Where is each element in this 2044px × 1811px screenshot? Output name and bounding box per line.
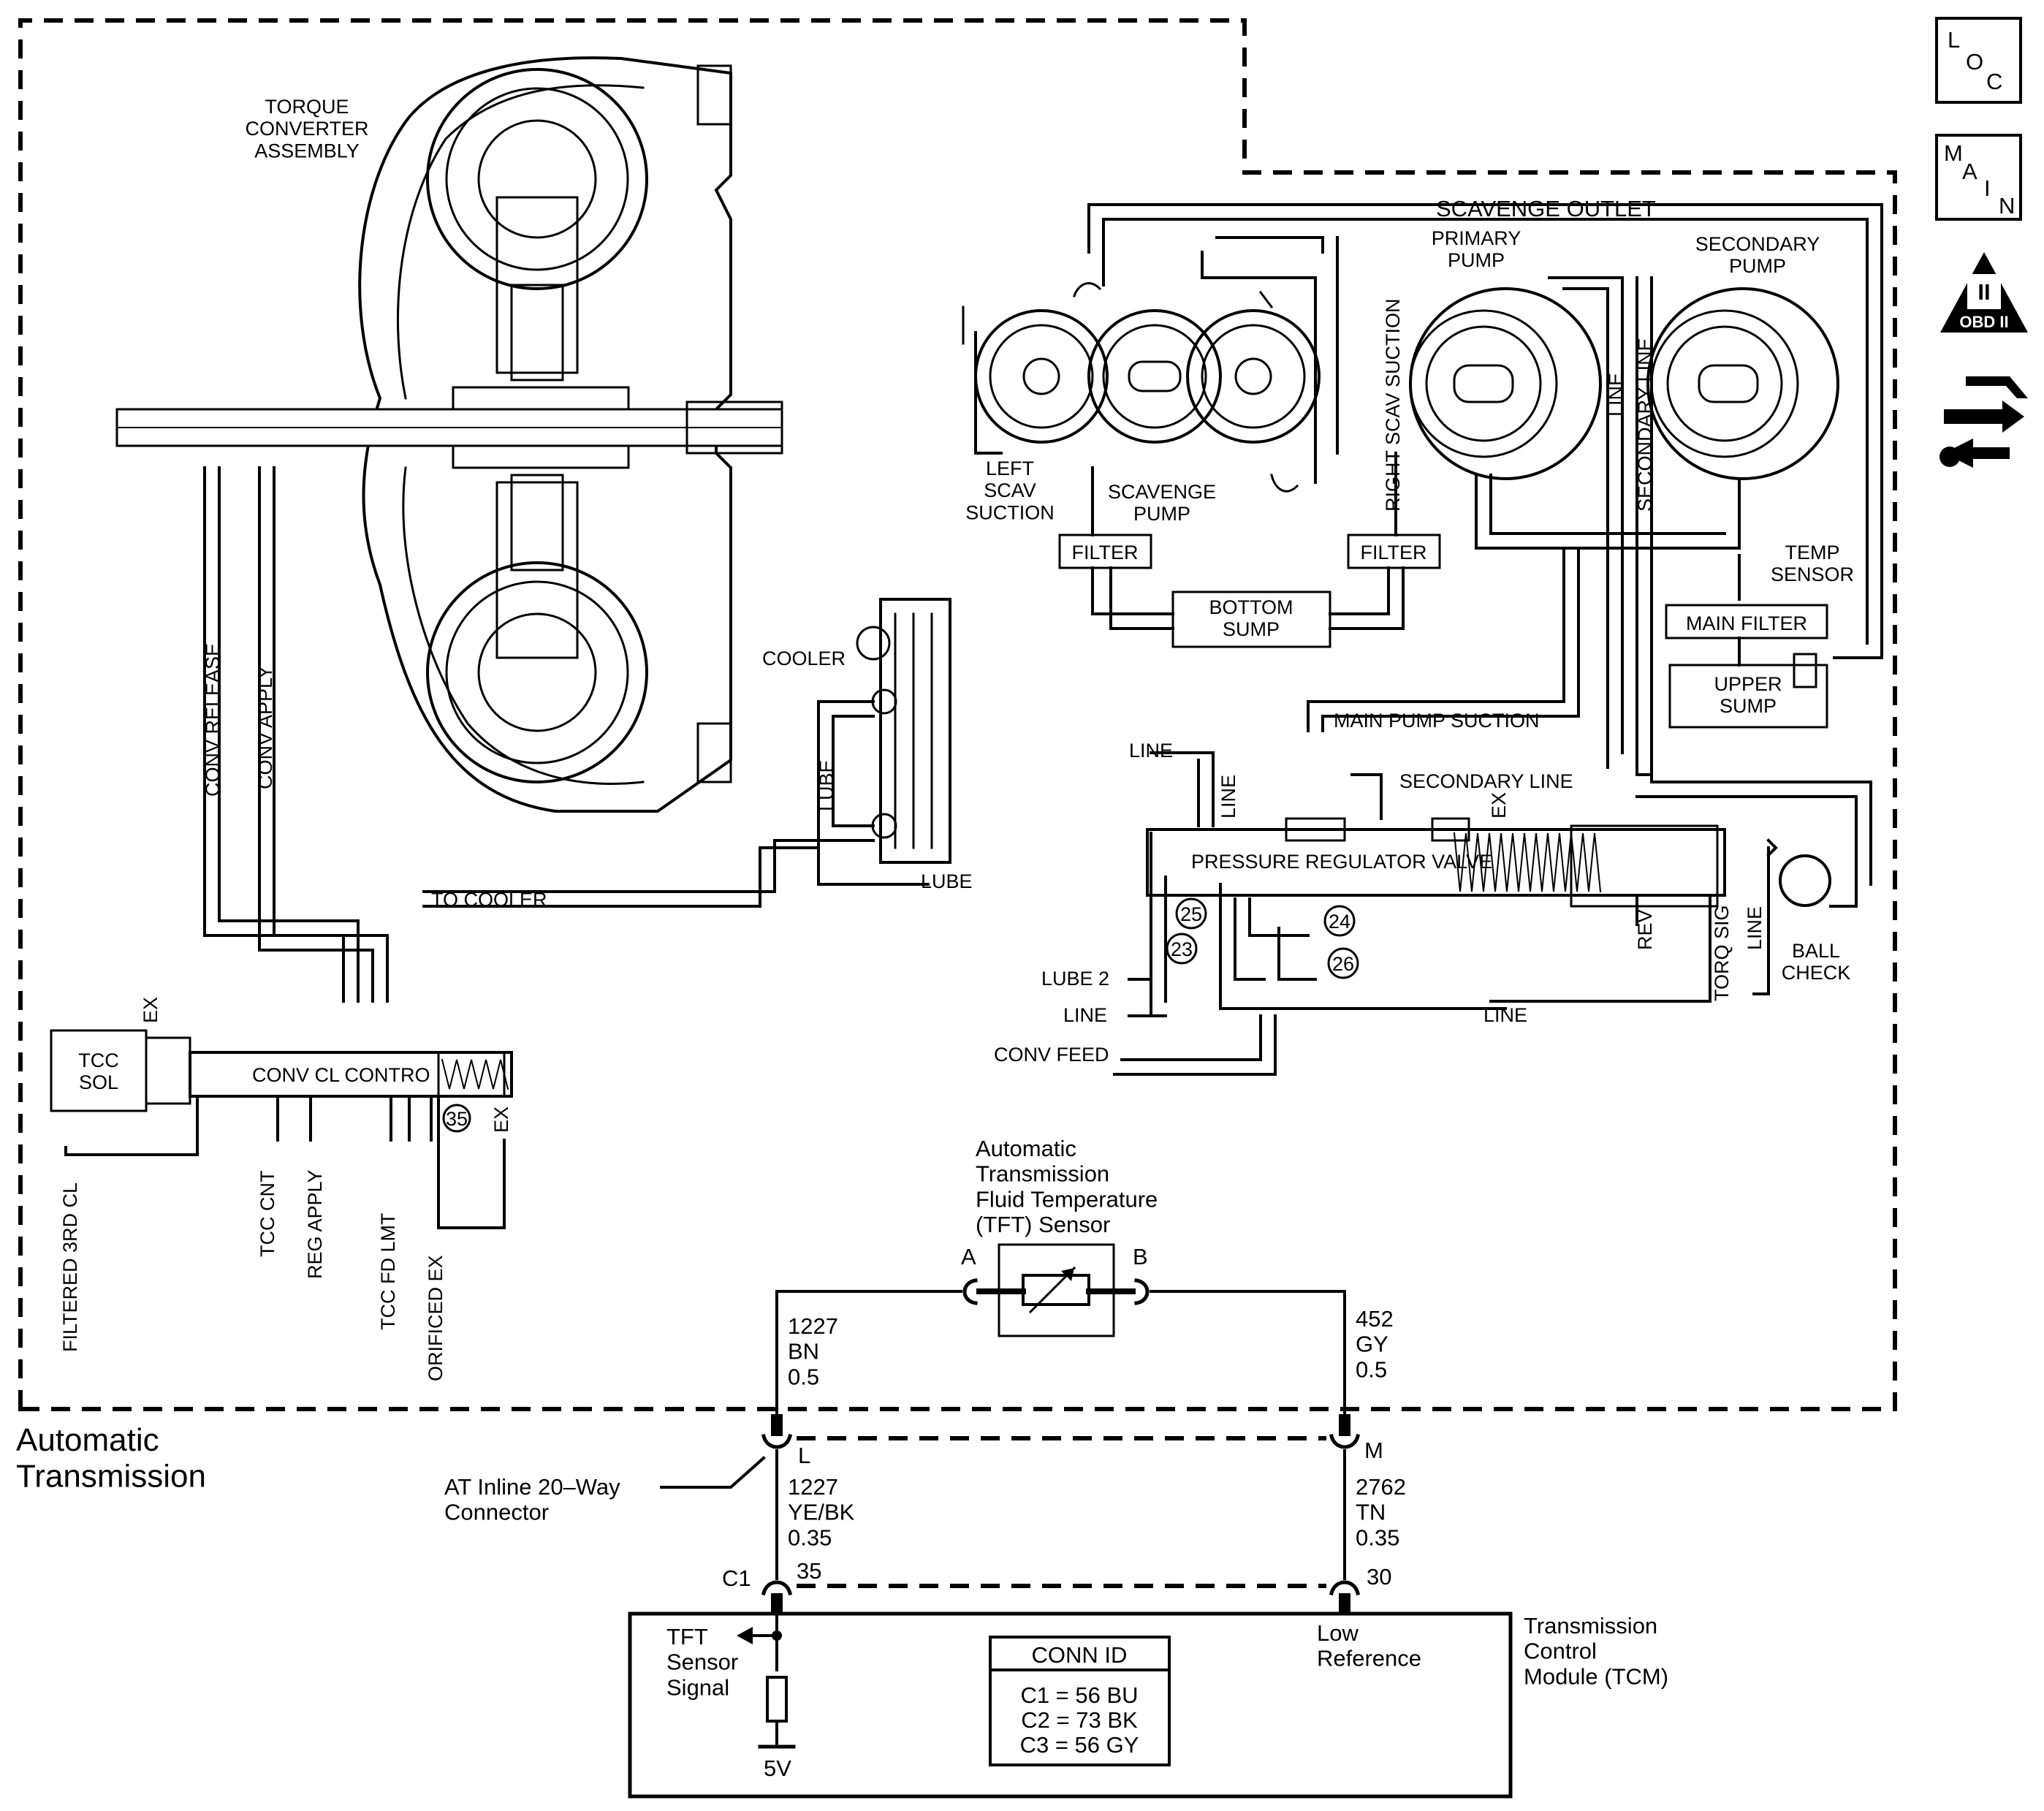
conv-feed-label: CONV FEED: [994, 1044, 1109, 1066]
main-letter-m: M: [1944, 140, 1963, 166]
loc-letter-c: C: [1986, 69, 2002, 94]
ex-label-reg: EX: [1488, 792, 1510, 819]
supply-5v-label: 5V: [764, 1755, 791, 1781]
port-24-label: 24: [1329, 911, 1350, 933]
loc-letter-l: L: [1948, 27, 1960, 53]
conn-id-c1: C1 = 56 BU: [1020, 1682, 1138, 1708]
ex-label-right: EX: [490, 1106, 512, 1133]
lube-vertical-label: LUBE: [816, 759, 837, 811]
lube-label: LUBE: [921, 870, 973, 892]
converter-passages: CONV RELEASE CONV APPLY: [202, 466, 389, 1003]
filter-left-label: FILTER: [1071, 542, 1138, 563]
right-scav-suction-label: RIGHT SCAV SUCTION: [1382, 298, 1404, 512]
pressure-regulator-valve-label: PRESSURE REGULATOR VALVE: [1191, 851, 1492, 873]
line-label-upper: LINE: [1129, 740, 1173, 762]
pin-a-label: A: [961, 1244, 976, 1269]
pin-m-label: M: [1364, 1438, 1383, 1463]
main-button[interactable]: M A I N: [1935, 134, 2022, 221]
cooler-assembly: COOLER LUBE LUBE TO COOLER: [422, 598, 973, 911]
pin-b-label: B: [1133, 1244, 1148, 1269]
tcc-fd-lmt-label: TCC FD LMT: [377, 1213, 399, 1330]
loc-letter-o: O: [1966, 49, 1983, 75]
line-label-left-lower: LINE: [1063, 1004, 1107, 1026]
automatic-transmission-boundary: [18, 18, 1897, 1411]
conn-id-title: CONN ID: [1032, 1642, 1128, 1668]
secondary-line-label: SECONDARY LINE: [1399, 770, 1573, 792]
loc-button[interactable]: L O C: [1935, 17, 2022, 104]
obd-ii-button[interactable]: II OBD II: [1940, 252, 2028, 333]
conv-apply-label: CONV APPLY: [254, 666, 276, 789]
secondary-line-vertical-label: SECONDARY LINE: [1634, 338, 1656, 512]
lube-2-label: LUBE 2: [1041, 968, 1109, 990]
scavenge-outlet-label: SCAVENGE OUTLET: [1436, 196, 1656, 221]
orificed-ex-label: ORIFICED EX: [425, 1255, 447, 1381]
conn-id-c2: C2 = 73 BK: [1021, 1707, 1138, 1733]
reg-apply-label: REG APPLY: [304, 1169, 326, 1279]
main-pump-suction-label: MAIN PUMP SUCTION: [1334, 710, 1540, 732]
line-label-primary: LINE: [1605, 373, 1627, 417]
pin-l-label: L: [798, 1443, 810, 1468]
line-label-center-lower: LINE: [1483, 1004, 1527, 1026]
main-letter-a: A: [1962, 159, 1977, 184]
torq-sig-label: TORQ SIG: [1711, 905, 1733, 1001]
obd-ii-label: OBD II: [1959, 313, 2008, 331]
pin-30-label: 30: [1367, 1564, 1391, 1590]
ex-label-left: EX: [140, 997, 162, 1023]
main-letter-n: N: [1999, 193, 2015, 219]
conn-id-c3: C3 = 56 GY: [1020, 1732, 1139, 1758]
pin-35-label: 35: [797, 1558, 821, 1584]
cooler-label: COOLER: [762, 648, 846, 669]
port-35-label: 35: [446, 1108, 468, 1130]
to-cooler-label: TO COOLER: [431, 889, 547, 911]
tcc-cnt-label: TCC CNT: [257, 1171, 278, 1257]
connector-nav-icon[interactable]: [1939, 376, 2028, 468]
obd-roman-numeral: II: [1977, 279, 1990, 305]
filtered-3rd-cl-label: FILTERED 3RD CL: [59, 1182, 81, 1352]
filter-right-label: FILTER: [1360, 542, 1426, 563]
port-25-label: 25: [1180, 903, 1202, 925]
main-letter-i: I: [1984, 175, 1991, 201]
line-label-vertical-reg: LINE: [1217, 775, 1239, 819]
conv-cl-contro-label: CONV CL CONTRO: [252, 1064, 430, 1086]
port-26-label: 26: [1332, 953, 1354, 975]
c1-label: C1: [722, 1565, 751, 1591]
line-label-vertical-right: LINE: [1744, 906, 1766, 950]
port-23-label: 23: [1171, 938, 1193, 960]
main-filter-label: MAIN FILTER: [1686, 612, 1807, 634]
conv-release-label: CONV RELEASE: [202, 643, 224, 797]
